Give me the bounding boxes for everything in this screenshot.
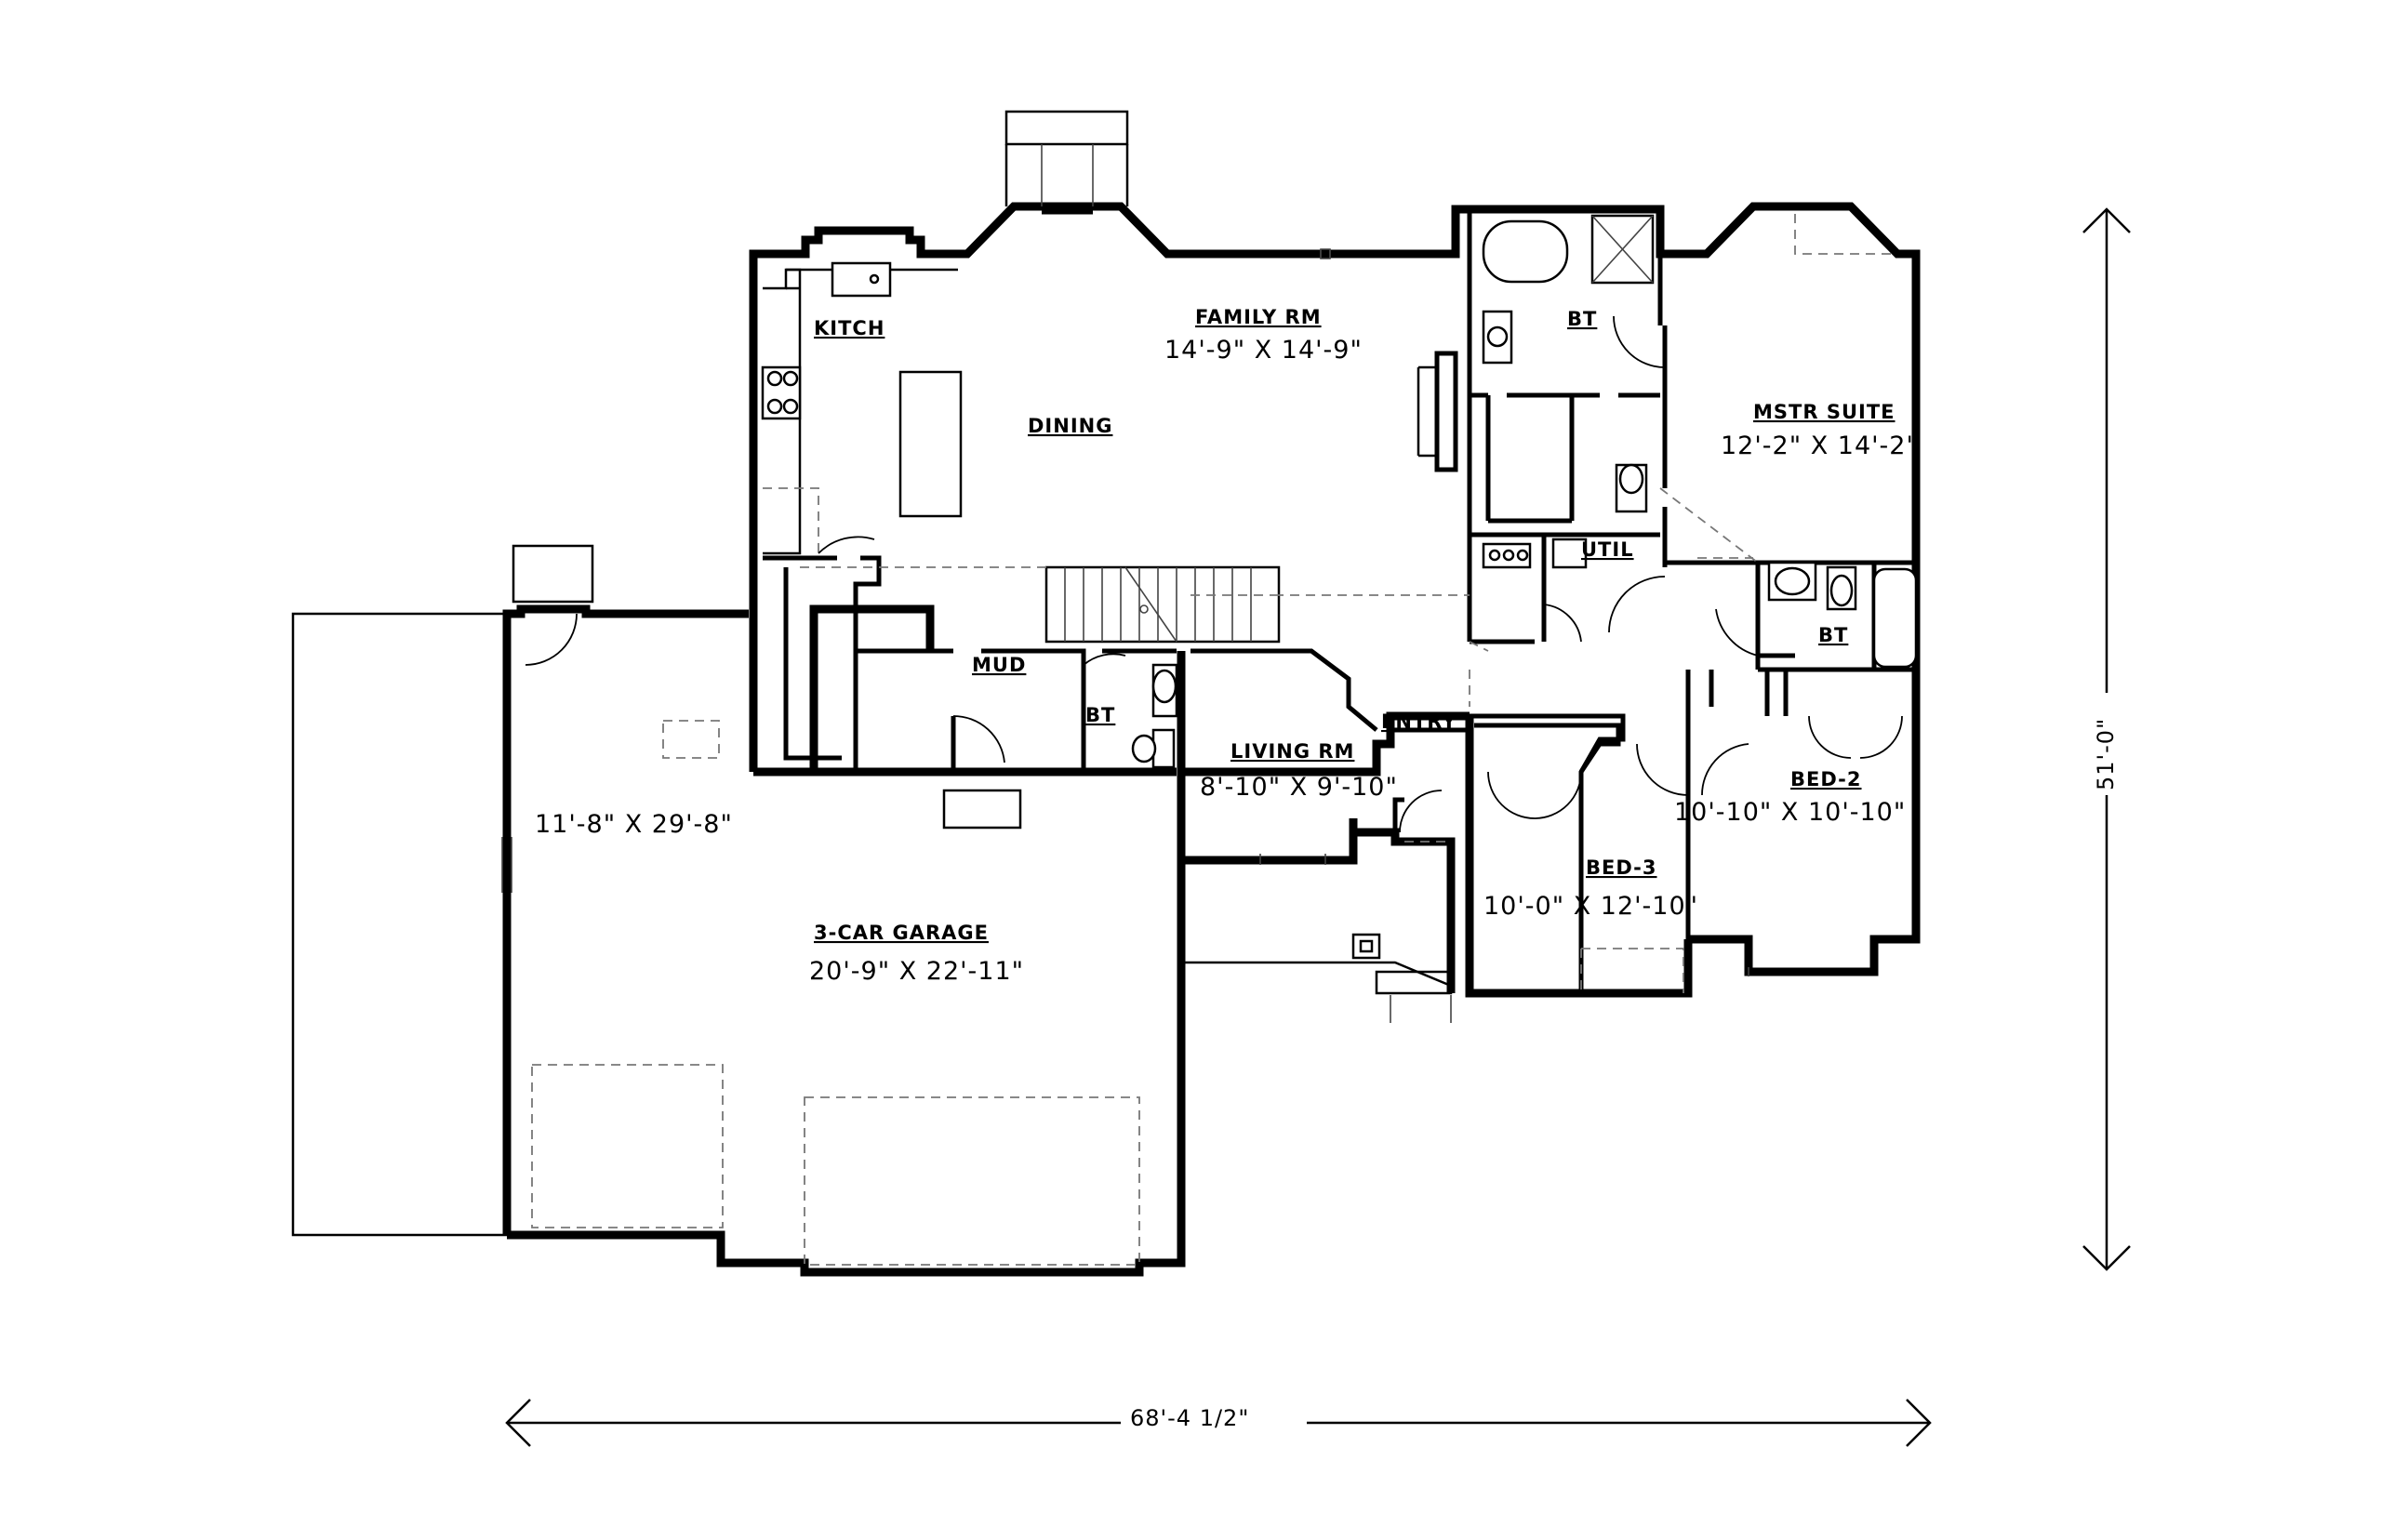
master-bath-fixtures	[1482, 214, 1666, 513]
stair-treads	[1064, 566, 1252, 643]
dashed-lines	[531, 214, 1897, 1266]
overall-depth-text: 51'-0"	[2093, 718, 2119, 790]
garage-label: 3-CAR GARAGE	[814, 922, 989, 944]
site-lines	[291, 612, 1453, 1237]
bed2-label: BED-2	[1790, 768, 1862, 790]
family-room-label: FAMILY RM	[1195, 306, 1322, 328]
dining-label: DINING	[1028, 415, 1112, 437]
chimney	[1004, 110, 1129, 215]
kitchen-label: KITCH	[814, 317, 885, 339]
bath2-label: BT	[1818, 624, 1848, 646]
garage-vent	[512, 544, 594, 604]
kitchen-fixtures	[761, 261, 963, 555]
overall-width-text: 68'-4 1/2"	[1130, 1405, 1249, 1431]
mud-bath-fixtures	[952, 653, 1178, 769]
overall-depth-dimension: 51'-0"	[2082, 207, 2131, 1271]
front-step-mud	[942, 789, 1022, 830]
bath2-fixtures	[1715, 561, 1918, 669]
master-bath-label: BT	[1567, 308, 1597, 330]
bed3-label: BED-3	[1586, 856, 1657, 879]
living-room-label: LIVING RM	[1230, 740, 1354, 763]
entry-label: ENTRY	[1381, 710, 1457, 733]
garage-bay-size: 11'-8" X 29'-8"	[535, 810, 733, 839]
bed2-size: 10'-10" X 10'-10"	[1674, 798, 1906, 827]
utility-label: UTIL	[1581, 538, 1634, 561]
windows	[501, 249, 1749, 976]
living-room-size: 8'-10" X 9'-10"	[1200, 773, 1398, 802]
overall-width-dimension: 68'-4 1/2"	[505, 1399, 1932, 1447]
closets	[525, 613, 1903, 833]
garage-size: 20'-9" X 22'-11"	[809, 957, 1024, 986]
family-fixtures	[1274, 248, 1470, 596]
utility-fixtures	[1482, 538, 1666, 643]
mud-bath-label: BT	[1085, 704, 1115, 726]
mud-label: MUD	[972, 654, 1026, 676]
bed3-size: 10'-0" X 12'-10"	[1483, 892, 1698, 921]
room-labels: KITCH DINING FAMILY RM 14'-9" X 14'-9" B…	[535, 306, 1919, 986]
interior-walls	[763, 209, 1916, 993]
family-room-size: 14'-9" X 14'-9"	[1164, 336, 1363, 365]
master-suite-label: MSTR SUITE	[1753, 401, 1895, 423]
master-suite-size: 12'-2" X 14'-2"	[1721, 431, 1919, 460]
exterior-walls	[502, 202, 1921, 1277]
